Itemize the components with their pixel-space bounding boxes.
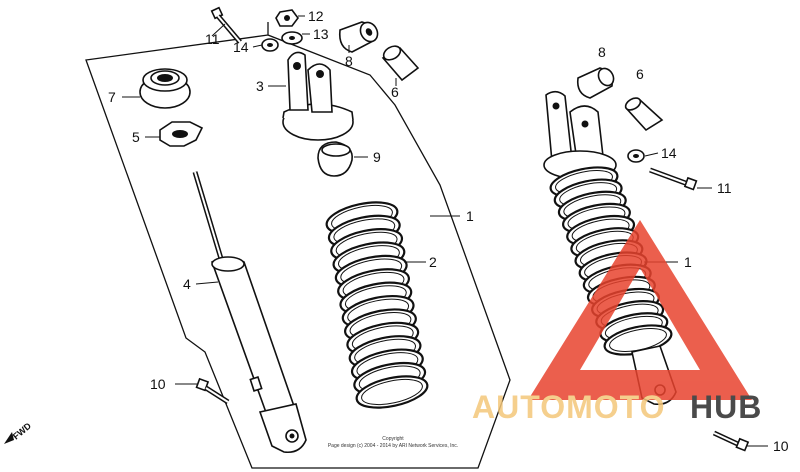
copyright-line-2: Page design (c) 2004 - 2014 by ARI Netwo… <box>328 443 458 449</box>
nut-12 <box>275 9 299 27</box>
callout-6: 6 <box>391 84 399 100</box>
fwd-label: FWD <box>11 420 34 441</box>
washer-14 <box>261 38 279 52</box>
upper-mount-3 <box>282 51 354 141</box>
callout-9: 9 <box>373 149 381 165</box>
fwd-arrow-icon <box>4 432 14 444</box>
callout-10: 10 <box>150 376 166 392</box>
spring-2 <box>325 201 429 409</box>
bolt-11-right <box>649 167 698 191</box>
callout-8-right: 8 <box>598 44 606 60</box>
callout-2: 2 <box>429 254 437 270</box>
bushing-8-right <box>576 67 615 99</box>
spring-seat-7 <box>139 68 191 109</box>
washer-14-right <box>627 149 645 163</box>
callout-3: 3 <box>256 78 264 94</box>
callout-7: 7 <box>108 89 116 105</box>
watermark-text-hub: HUB <box>690 389 762 425</box>
stopper-5 <box>159 121 204 147</box>
callout-12: 12 <box>308 8 324 24</box>
bump-rubber-9 <box>317 141 353 177</box>
bolt-10-right <box>712 430 750 452</box>
leader-lines <box>122 44 768 447</box>
callout-1-right: 1 <box>684 254 692 270</box>
callout-1: 1 <box>466 208 474 224</box>
watermark-text-automoto: AUTOMOTO <box>472 389 665 425</box>
automotohub-watermark: AUTOMOTO HUB <box>472 220 762 425</box>
callout-14: 14 <box>233 39 249 55</box>
spring-coil <box>361 378 423 406</box>
collar-6-right <box>624 97 664 132</box>
callout-10-right: 10 <box>773 438 789 454</box>
forward-direction-indicator: FWD <box>4 420 33 444</box>
collar-6 <box>381 45 420 82</box>
callout-8: 8 <box>345 53 353 69</box>
damper-4 <box>192 171 307 454</box>
callout-14-right: 14 <box>661 145 677 161</box>
bushing-8 <box>338 21 379 53</box>
callout-6-right: 6 <box>636 66 644 82</box>
callout-11: 11 <box>205 31 220 47</box>
washer-13 <box>281 31 303 45</box>
watermark-triangle-logo <box>528 220 752 400</box>
callout-13: 13 <box>313 26 329 42</box>
bolt-10 <box>195 377 230 405</box>
callout-4: 4 <box>183 276 191 292</box>
bolt-11 <box>210 6 242 44</box>
callout-11-right: 11 <box>717 180 732 196</box>
callout-5: 5 <box>132 129 140 145</box>
assembly-outline <box>85 22 511 469</box>
copyright-line-1: Copyright <box>382 436 404 442</box>
